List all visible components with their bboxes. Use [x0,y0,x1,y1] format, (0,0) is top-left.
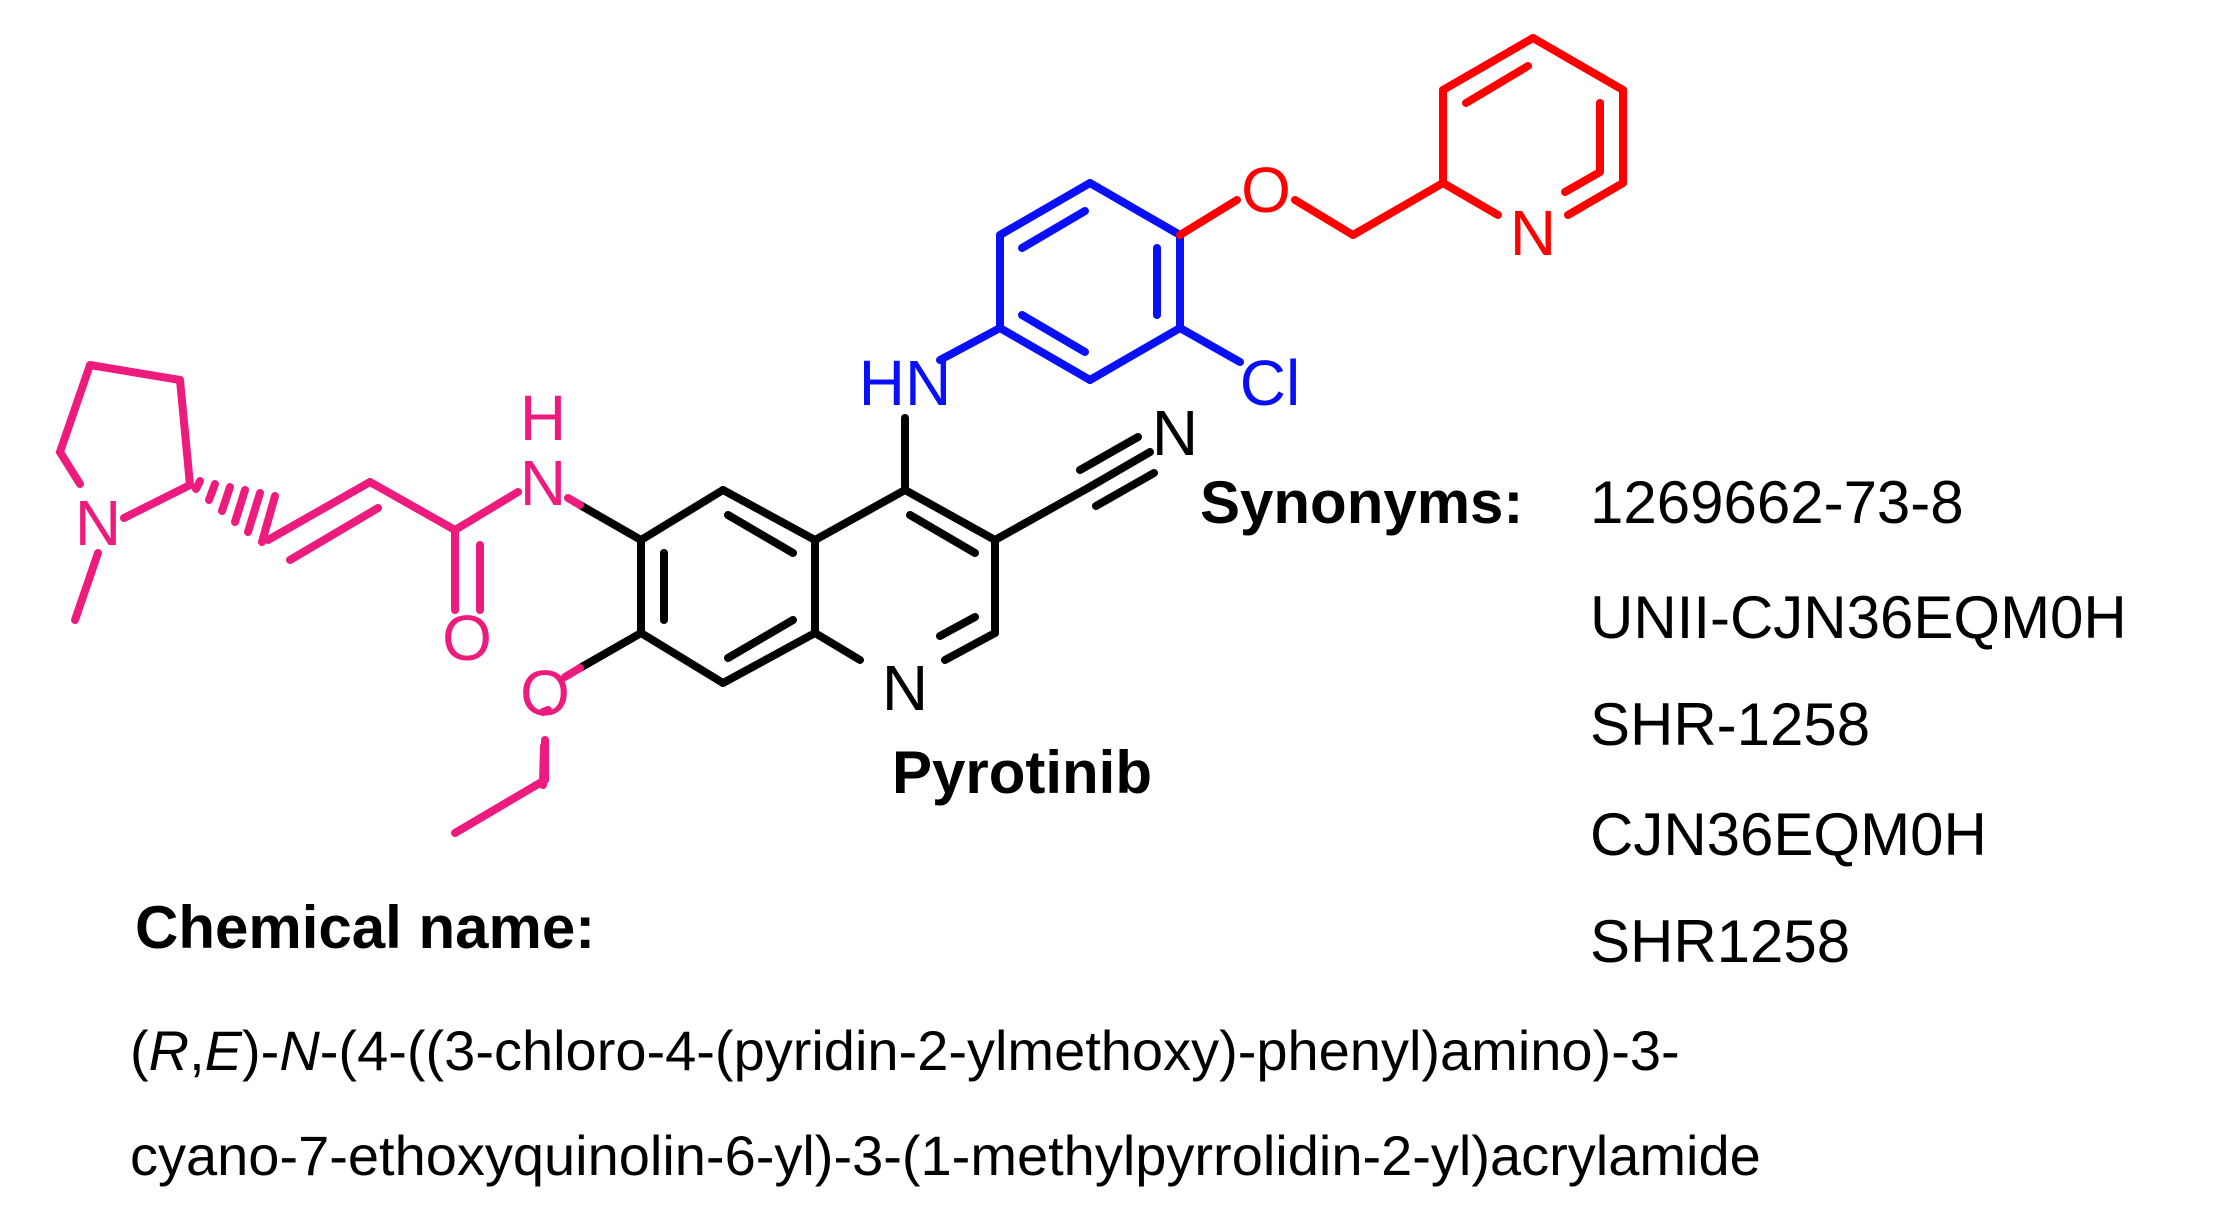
pyridine-n-label: N [1510,197,1556,269]
pyridinylmethoxy-fragment [1176,34,1627,239]
ether-o-label: O [1241,154,1291,226]
chem-n: N [279,1019,320,1082]
pyrrolidine-n-label: N [75,487,121,559]
quinoline-core [576,414,1158,687]
chem-r: R [149,1019,189,1082]
drug-name: Pyrotinib [892,739,1152,806]
chemical-name-heading: Chemical name: [135,894,595,961]
ethoxy-o-label: O [520,657,570,729]
chem-close: )- [242,1019,279,1082]
synonym-item: SHR1258 [1590,908,1850,975]
pyrrolidine-acrylamide-fragment [56,361,552,837]
chem-rest: -(4-((3-chloro-4-(pyridin-2-ylmethoxy)-p… [320,1019,1680,1082]
chem-e: E [205,1019,243,1082]
amide-ethoxy-links [561,494,584,681]
synonym-item: UNII-CJN36EQM0H [1590,584,2127,651]
synonym-item: 1269662-73-8 [1590,469,1964,536]
nitrile-n-label: N [1152,397,1198,469]
carbonyl-o-label: O [442,602,492,674]
synonyms-list: 1269662-73-8 UNII-CJN36EQM0H SHR-1258 CJ… [1590,469,2127,975]
synonyms-heading: Synonyms: [1200,469,1523,536]
amide-h-label: H [520,382,566,454]
chemical-name-line-2: cyano-7-ethoxyquinolin-6-yl)-3-(1-methyl… [130,1124,1761,1187]
chloro-label: Cl [1240,347,1300,419]
synonym-item: CJN36EQM0H [1590,801,1987,868]
quinoline-n-label: N [882,652,928,724]
chem-open: ( [130,1019,149,1082]
chem-comma: , [189,1019,205,1082]
chlorophenyl-ring [936,179,1244,384]
aniline-nh-label: HN [859,347,951,419]
chemical-name-line-1: (R,E)-N-(4-((3-chloro-4-(pyridin-2-ylmet… [130,1019,1680,1082]
amide-n-label: N [520,447,566,519]
synonym-item: SHR-1258 [1590,691,1870,758]
